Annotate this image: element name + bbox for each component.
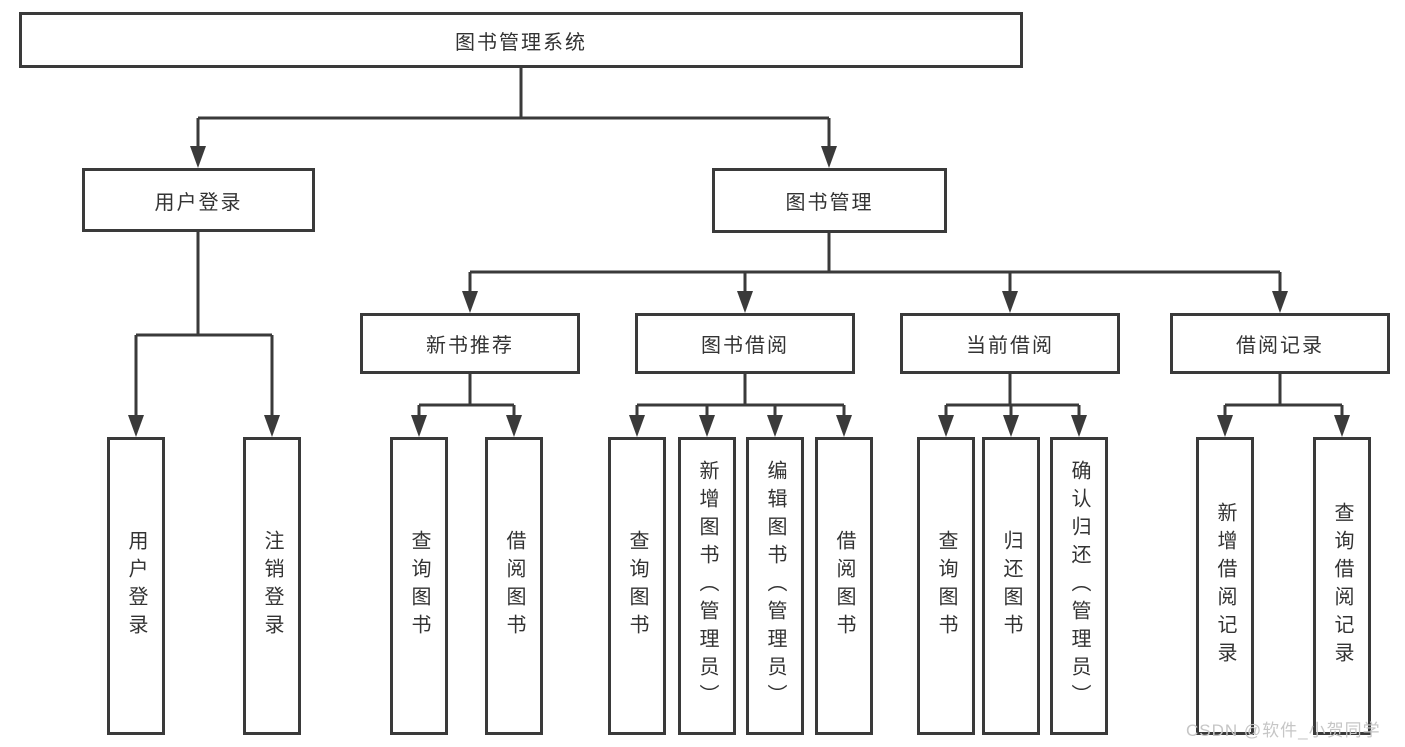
csdn-watermark: CSDN @软件_小贺同学	[1186, 721, 1381, 740]
leaf-edit-books-admin: 编辑图书（管理员）	[746, 437, 804, 735]
leaf-confirm-return-admin: 确认归还（管理员）	[1050, 437, 1108, 735]
node-user-login-label: 用户登录	[154, 191, 243, 214]
leaf-add-borrow-record: 新增借阅记录	[1196, 437, 1254, 735]
connector-book-management-to-level3	[462, 233, 1288, 313]
leaf-confirm-return-admin-label: 确认归还（管理员）	[1068, 460, 1090, 712]
leaf-recommend-borrow-books-label: 借阅图书	[503, 530, 525, 642]
node-book-management-label: 图书管理	[785, 192, 874, 214]
node-borrow-records-label: 借阅记录	[1236, 335, 1324, 357]
node-user-login: 用户登录	[82, 168, 315, 232]
node-book-borrow: 图书借阅	[635, 313, 855, 374]
node-current-borrow-label: 当前借阅	[966, 335, 1054, 357]
leaf-recommend-query-books-label: 查询图书	[408, 530, 430, 642]
node-library-system-label: 图书管理系统	[455, 31, 587, 54]
node-borrow-records: 借阅记录	[1170, 313, 1390, 374]
leaf-recommend-query-books: 查询图书	[390, 437, 448, 735]
leaf-user-login: 用户登录	[107, 437, 165, 735]
leaf-query-borrow-record-label: 查询借阅记录	[1331, 502, 1353, 670]
leaf-add-books-admin: 新增图书（管理员）	[678, 437, 736, 735]
connector-borrow-records-to-leaves	[1217, 374, 1350, 437]
node-book-management: 图书管理	[712, 168, 947, 233]
leaf-edit-books-admin-label: 编辑图书（管理员）	[764, 460, 786, 712]
leaf-user-login-label: 用户登录	[125, 530, 147, 642]
leaf-borrow-query-books-label: 查询图书	[626, 530, 648, 642]
leaf-return-books-label: 归还图书	[1000, 530, 1022, 642]
connector-current-borrow-to-leaves	[938, 374, 1087, 437]
leaf-borrow-books-label: 借阅图书	[833, 530, 855, 642]
leaf-current-query-books: 查询图书	[917, 437, 975, 735]
leaf-query-borrow-record: 查询借阅记录	[1313, 437, 1371, 735]
leaf-add-borrow-record-label: 新增借阅记录	[1214, 502, 1236, 670]
connector-new-book-recommend-to-leaves	[411, 374, 522, 437]
leaf-add-books-admin-label: 新增图书（管理员）	[696, 460, 718, 712]
node-library-system: 图书管理系统	[19, 12, 1023, 68]
node-book-borrow-label: 图书借阅	[701, 335, 789, 357]
connector-user-login-to-leaves	[128, 232, 280, 437]
leaf-return-books: 归还图书	[982, 437, 1040, 735]
leaf-logout-label: 注销登录	[261, 530, 283, 642]
connector-book-borrow-to-leaves	[629, 374, 852, 437]
leaf-current-query-books-label: 查询图书	[935, 530, 957, 642]
connector-root-to-level2	[190, 68, 837, 168]
node-current-borrow: 当前借阅	[900, 313, 1120, 374]
leaf-logout: 注销登录	[243, 437, 301, 735]
node-new-book-recommend: 新书推荐	[360, 313, 580, 374]
leaf-recommend-borrow-books: 借阅图书	[485, 437, 543, 735]
node-new-book-recommend-label: 新书推荐	[426, 335, 514, 357]
leaf-borrow-books: 借阅图书	[815, 437, 873, 735]
leaf-borrow-query-books: 查询图书	[608, 437, 666, 735]
